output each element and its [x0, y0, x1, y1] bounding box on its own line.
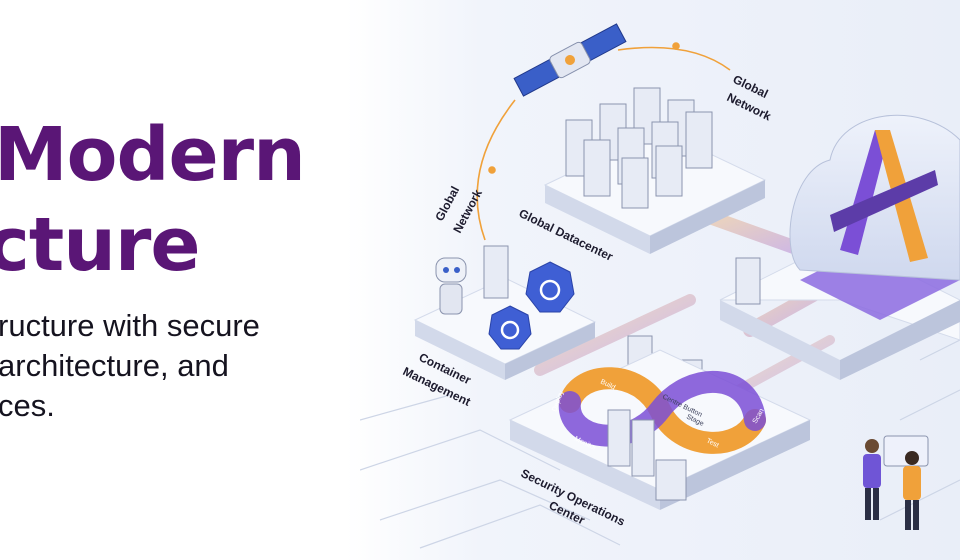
container-platform: [413, 245, 597, 380]
headline-line-2: cture: [0, 202, 201, 288]
circuit-traces: [360, 339, 960, 549]
security-operations-platform: [508, 349, 812, 510]
datacenter-platform: [543, 87, 767, 254]
headline-line-1: Modern: [0, 112, 306, 198]
infrastructure-illustration: Global Network Global Network Global Dat…: [360, 0, 960, 560]
a-shaped-logo: [830, 130, 938, 262]
person-icon: [903, 451, 921, 530]
pipeline-label-test: Test: [705, 438, 720, 450]
server-rack-icon: [483, 245, 509, 299]
server-rack-icon: [565, 87, 713, 209]
subtitle-line-2: architecture, and: [0, 348, 229, 383]
isometric-infrastructure-art: Global Network Global Network Global Dat…: [360, 23, 960, 549]
cloud-platform: [719, 114, 960, 380]
server-rack-icon: [607, 409, 687, 501]
subtitle-line-3: ces.: [0, 388, 55, 423]
global-network-arcs: [476, 42, 731, 241]
person-icon: [863, 439, 881, 520]
subtitle-line-1: ructure with secure: [0, 308, 260, 343]
kubernetes-icon: [488, 261, 575, 350]
robot-icon: [435, 257, 467, 315]
hero-text: Modern cture ructure with secure archite…: [0, 0, 380, 560]
satellite-icon: [513, 23, 627, 97]
team-with-dashboard: [863, 435, 929, 530]
devops-infinity-loop: [558, 367, 766, 454]
